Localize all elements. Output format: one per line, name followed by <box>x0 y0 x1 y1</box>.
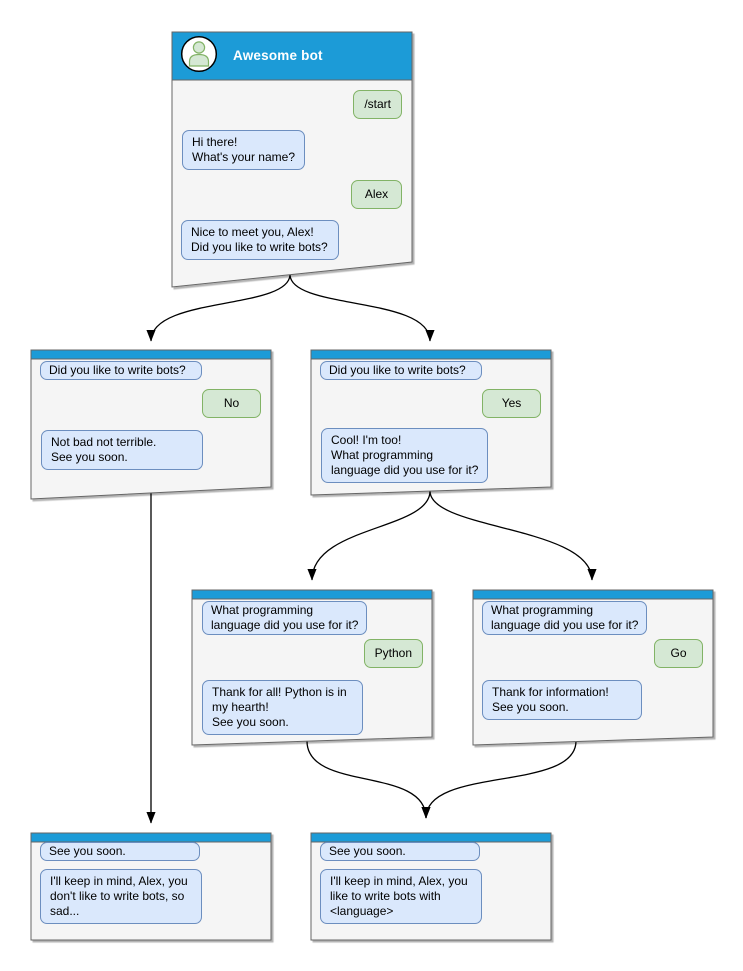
window-yes-header <box>310 349 552 360</box>
bot-bubble-nice-to-meet: Nice to meet you, Alex! Did you like to … <box>181 220 339 260</box>
window-end-yes-header <box>310 832 552 843</box>
user-bubble-name: Alex <box>351 180 402 209</box>
bot-bubble-thanks-python: Thank for all! Python is in my hearth! S… <box>202 680 363 735</box>
user-bubble-start-command: /start <box>353 90 402 119</box>
bot-bubble-greeting: Hi there! What's your name? <box>182 130 306 170</box>
bot-bubble-question-no: Did you like to write bots? <box>40 361 202 380</box>
arrow-go-to-end <box>421 740 577 819</box>
window-no-header <box>30 349 272 360</box>
bot-bubble-question-yes: Did you like to write bots? <box>320 361 482 380</box>
flow-arrows <box>146 274 597 824</box>
bot-bubble-see-you-no: See you soon. <box>40 842 200 861</box>
arrow-start-to-no <box>146 274 291 342</box>
arrow-yes-to-go <box>429 490 597 581</box>
bot-avatar-icon <box>180 35 218 73</box>
arrow-yes-to-python <box>307 490 431 581</box>
bot-bubble-language-question-go: What programming language did you use fo… <box>482 601 648 635</box>
user-bubble-yes: Yes <box>482 389 541 418</box>
bot-bubble-thanks-go: Thank for information! See you soon. <box>482 680 642 720</box>
bot-bubble-cool: Cool! I'm too! What programming language… <box>321 428 489 483</box>
bot-bubble-keep-in-mind-yes: I'll keep in mind, Alex, you like to wri… <box>320 869 482 924</box>
arrow-python-to-end <box>306 740 431 819</box>
window-go-header <box>472 589 714 600</box>
bot-bubble-keep-in-mind-no: I'll keep in mind, Alex, you don't like … <box>40 869 202 924</box>
bot-bubble-see-you-yes: See you soon. <box>320 842 480 861</box>
user-bubble-go: Go <box>654 639 703 668</box>
bot-title: Awesome bot <box>233 48 323 63</box>
window-python-header <box>191 589 433 600</box>
bot-bubble-not-bad: Not bad not terrible. See you soon. <box>41 430 203 470</box>
window-end-no-header <box>30 832 272 843</box>
bot-bubble-language-question-python: What programming language did you use fo… <box>202 601 368 635</box>
user-bubble-python: Python <box>363 639 423 668</box>
arrow-start-to-yes <box>289 274 435 342</box>
user-bubble-no: No <box>202 389 261 418</box>
